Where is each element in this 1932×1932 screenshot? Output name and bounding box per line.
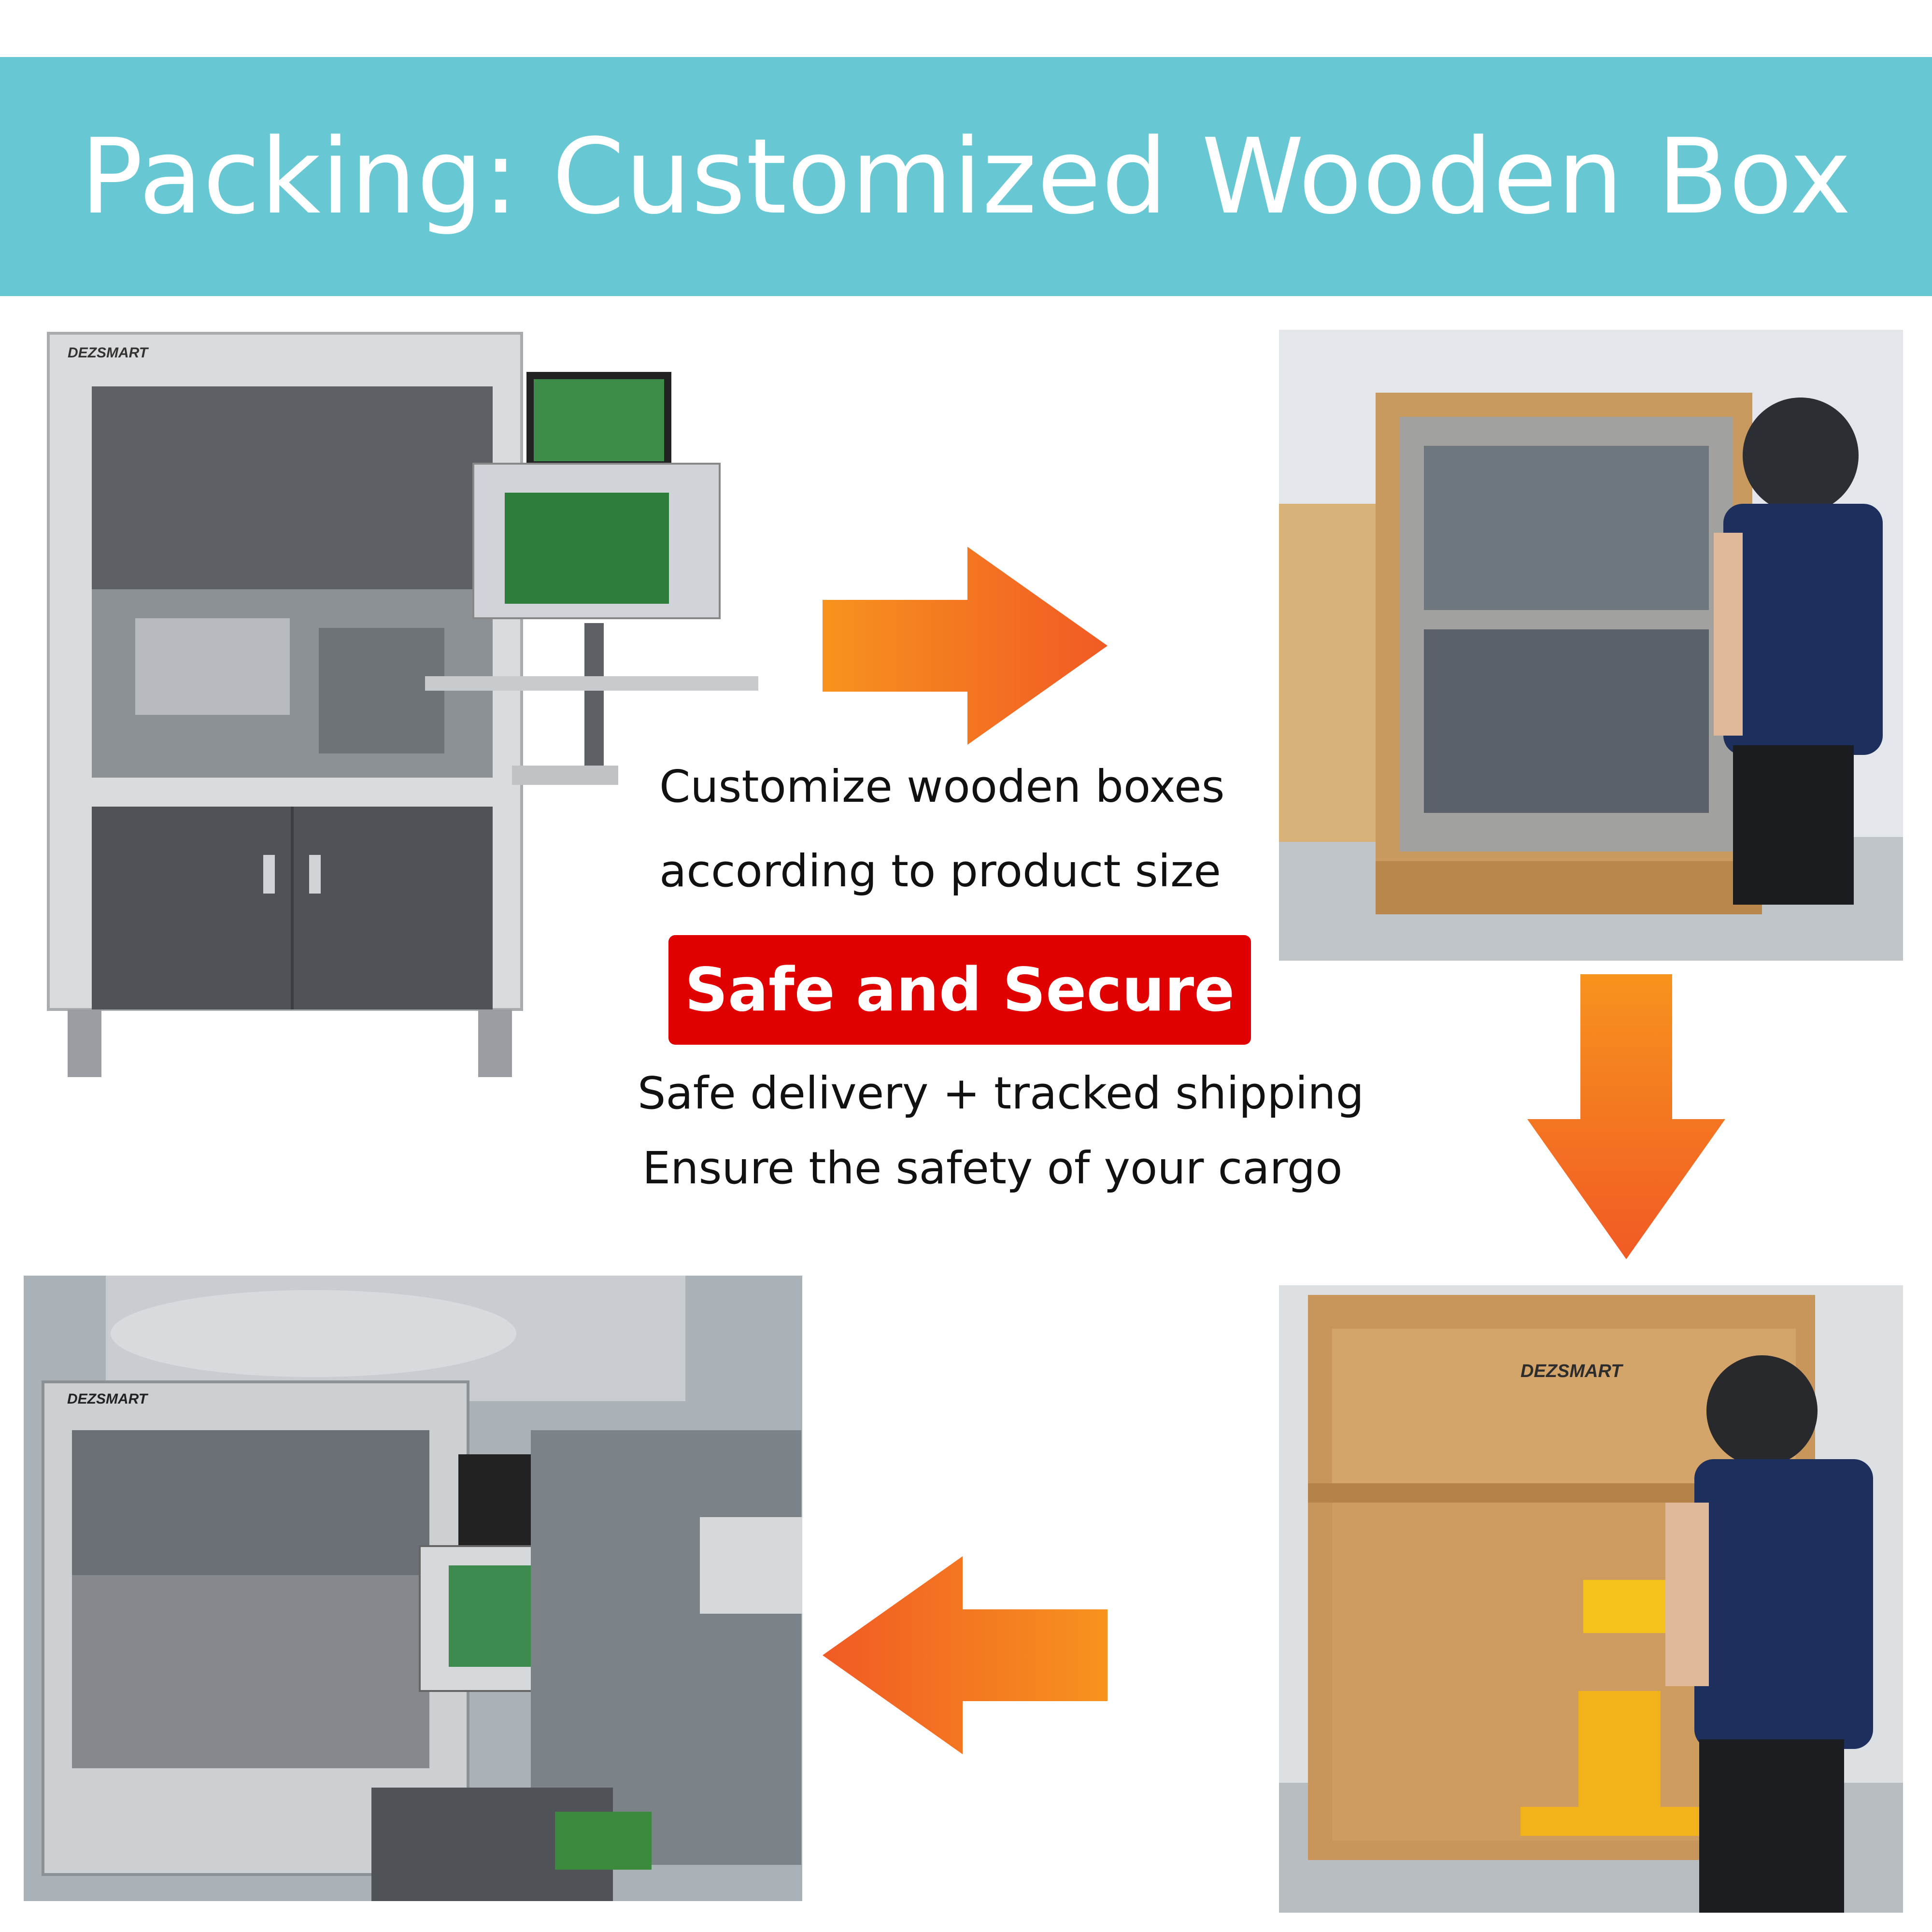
lab-logo-text: DEZSMART bbox=[67, 1391, 149, 1407]
crated-machine-photo: DEZSMART bbox=[1279, 1285, 1903, 1913]
safe-secure-badge: Safe and Secure bbox=[668, 935, 1251, 1045]
arrow-left-icon bbox=[823, 1556, 1108, 1754]
arrow-right-icon bbox=[823, 547, 1108, 745]
crate-logo-text: DEZSMART bbox=[1520, 1361, 1623, 1381]
caption-line-2: according to product size bbox=[659, 845, 1222, 897]
detail-line-1: Safe delivery + tracked shipping bbox=[638, 1067, 1364, 1119]
arrow-down-icon bbox=[1527, 974, 1725, 1259]
page-title: Packing: Customized Wooden Box bbox=[80, 116, 1852, 237]
lab-installation-photo: DEZSMART bbox=[24, 1276, 802, 1901]
caption-line-1: Customize wooden boxes bbox=[659, 761, 1225, 812]
detail-line-2: Ensure the safety of your cargo bbox=[642, 1142, 1343, 1194]
wrapping-photo bbox=[1279, 330, 1903, 961]
machine-logo-text: DEZSMART bbox=[68, 345, 149, 361]
badge-label: Safe and Secure bbox=[684, 955, 1235, 1025]
title-banner: Packing: Customized Wooden Box bbox=[0, 57, 1932, 296]
machine-product-photo: DEZSMART bbox=[29, 319, 773, 1096]
